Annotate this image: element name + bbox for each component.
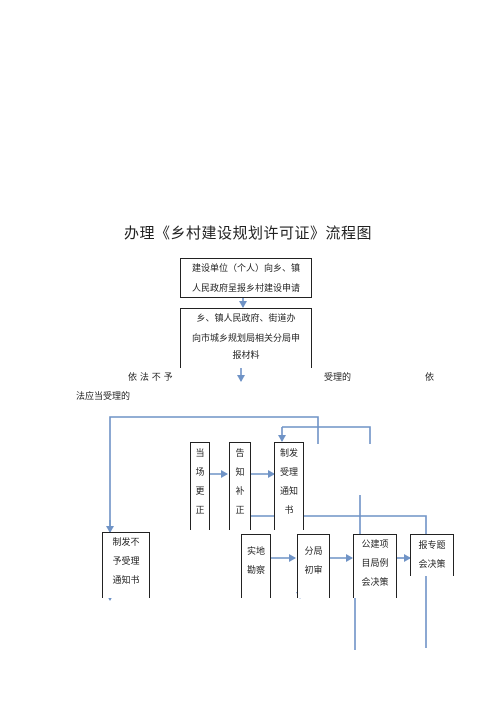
condition-left-a: 依 法 不 予 <box>128 373 173 383</box>
on-site-correction-box: 当 场 更 正 <box>190 442 210 530</box>
reject-line: 予受理 <box>112 557 140 567</box>
public-line: 公建项 <box>361 540 389 550</box>
reject-line: 制发不 <box>112 538 140 548</box>
public-line: 目局例 <box>361 559 389 569</box>
report-line1: 乡、镇人民政府、街道办 <box>196 314 296 324</box>
apply-line1: 建设单位（个人）向乡、镇 <box>191 264 300 274</box>
branch-review-box: 分局 初审 <box>297 534 330 598</box>
accept-char: 制发 <box>279 449 298 459</box>
special-line: 会决策 <box>418 560 446 570</box>
page-title: 办理《乡村建设规划许可证》流程图 <box>123 224 372 242</box>
notify-char: 知 <box>235 468 245 478</box>
branch-accept-line <box>282 426 371 444</box>
apply-box: 建设单位（个人）向乡、镇 人民政府呈报乡村建设申请 <box>180 258 312 298</box>
on-site-char: 当 <box>195 449 205 459</box>
public-project-meeting-box: 公建项 目局例 会决策 <box>353 534 397 598</box>
review-line: 分局 <box>304 547 323 557</box>
condition-left-b: 法应当受理的 <box>76 392 131 402</box>
special-meeting-box: 报专题 会决策 <box>410 534 454 576</box>
line-to-special <box>240 515 427 534</box>
review-line: 初审 <box>304 566 323 576</box>
report-line3: 报材料 <box>232 351 260 361</box>
on-site-char: 更 <box>195 487 205 497</box>
condition-right: 依 <box>425 373 435 383</box>
notify-char: 告 <box>235 449 245 459</box>
survey-line: 实地 <box>246 547 265 557</box>
reject-notice-box: 制发不 予受理 通知书 <box>102 532 150 598</box>
site-survey-box: 实地 勘察 <box>241 534 271 598</box>
accept-char: 受理 <box>279 468 298 478</box>
accept-notice-box: 制发 受理 通知 书 <box>274 442 304 530</box>
report-line2: 向市城乡规划局相关分局申 <box>191 334 300 344</box>
apply-line2: 人民政府呈报乡村建设申请 <box>191 284 300 294</box>
reject-line: 通知书 <box>112 576 140 586</box>
survey-line: 勘察 <box>246 566 265 576</box>
on-site-char: 场 <box>195 468 205 478</box>
notify-char: 正 <box>235 506 245 516</box>
on-site-char: 正 <box>195 506 205 516</box>
accept-char: 书 <box>284 506 294 516</box>
public-line: 会决策 <box>361 578 389 588</box>
report-box: 乡、镇人民政府、街道办 向市城乡规划局相关分局申 报材料 <box>180 308 312 368</box>
special-line: 报专题 <box>418 541 446 551</box>
branch-top-line <box>109 416 319 530</box>
accept-char: 通知 <box>279 487 298 497</box>
condition-mid: 受理的 <box>324 373 352 383</box>
notify-supplement-box: 告 知 补 正 <box>229 442 251 530</box>
notify-char: 补 <box>235 487 245 497</box>
